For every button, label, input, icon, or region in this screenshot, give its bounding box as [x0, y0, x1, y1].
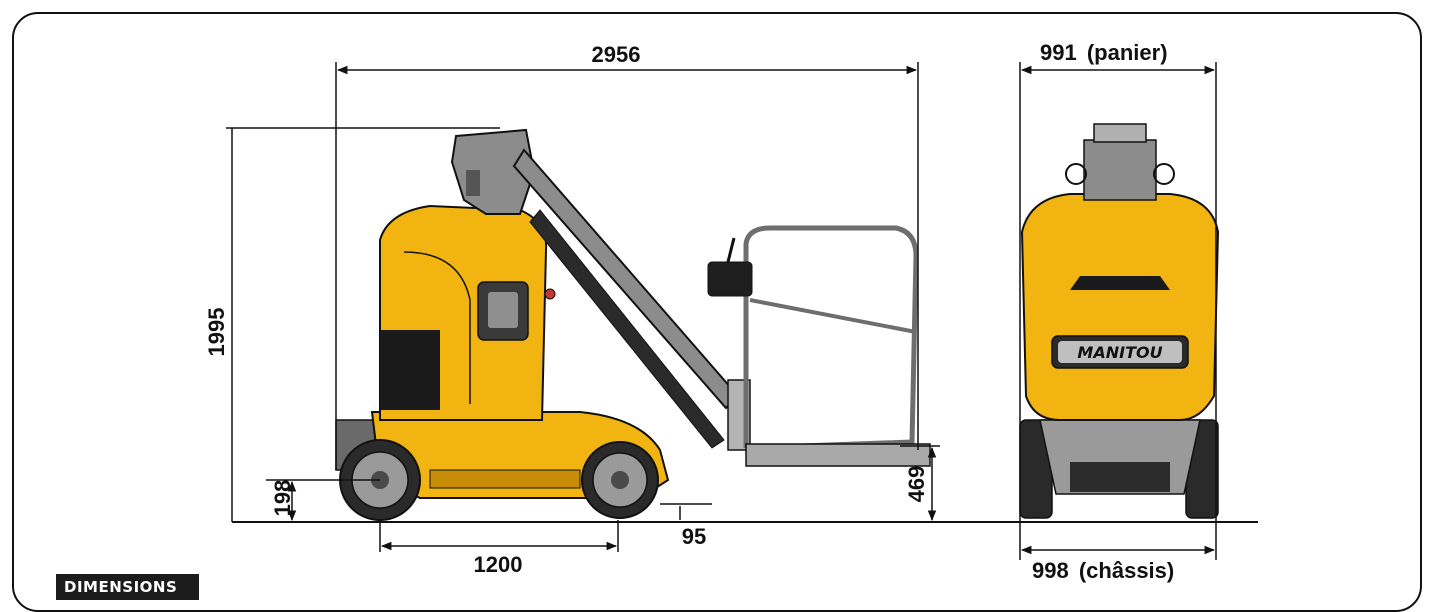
brand-plate: MANITOU	[1077, 343, 1162, 362]
dim-overall-length: 2956	[592, 42, 641, 67]
dimension-drawing: MANITOU 2956 1995 1200 198 95 469 991 (p…	[204, 40, 1258, 583]
dim-width-basket-note: (panier)	[1087, 40, 1168, 65]
dim-width-chassis-note: (châssis)	[1079, 558, 1174, 583]
dim-overall-height: 1995	[204, 308, 229, 357]
front-view-machine: MANITOU	[1019, 123, 1220, 519]
dim-width-basket-value: 991	[1040, 40, 1077, 65]
section-label: DIMENSIONS	[56, 574, 200, 600]
dim-front-clearance: 198	[270, 480, 295, 517]
dim-width-chassis: 998 (châssis)	[1032, 558, 1174, 583]
dim-rear-clearance: 95	[682, 524, 706, 549]
side-view-machine	[335, 128, 931, 521]
dim-width-chassis-value: 998	[1032, 558, 1069, 583]
dim-wheelbase: 1200	[474, 552, 523, 577]
dim-platform-height: 469	[904, 466, 929, 503]
dim-width-basket: 991 (panier)	[1040, 40, 1168, 65]
